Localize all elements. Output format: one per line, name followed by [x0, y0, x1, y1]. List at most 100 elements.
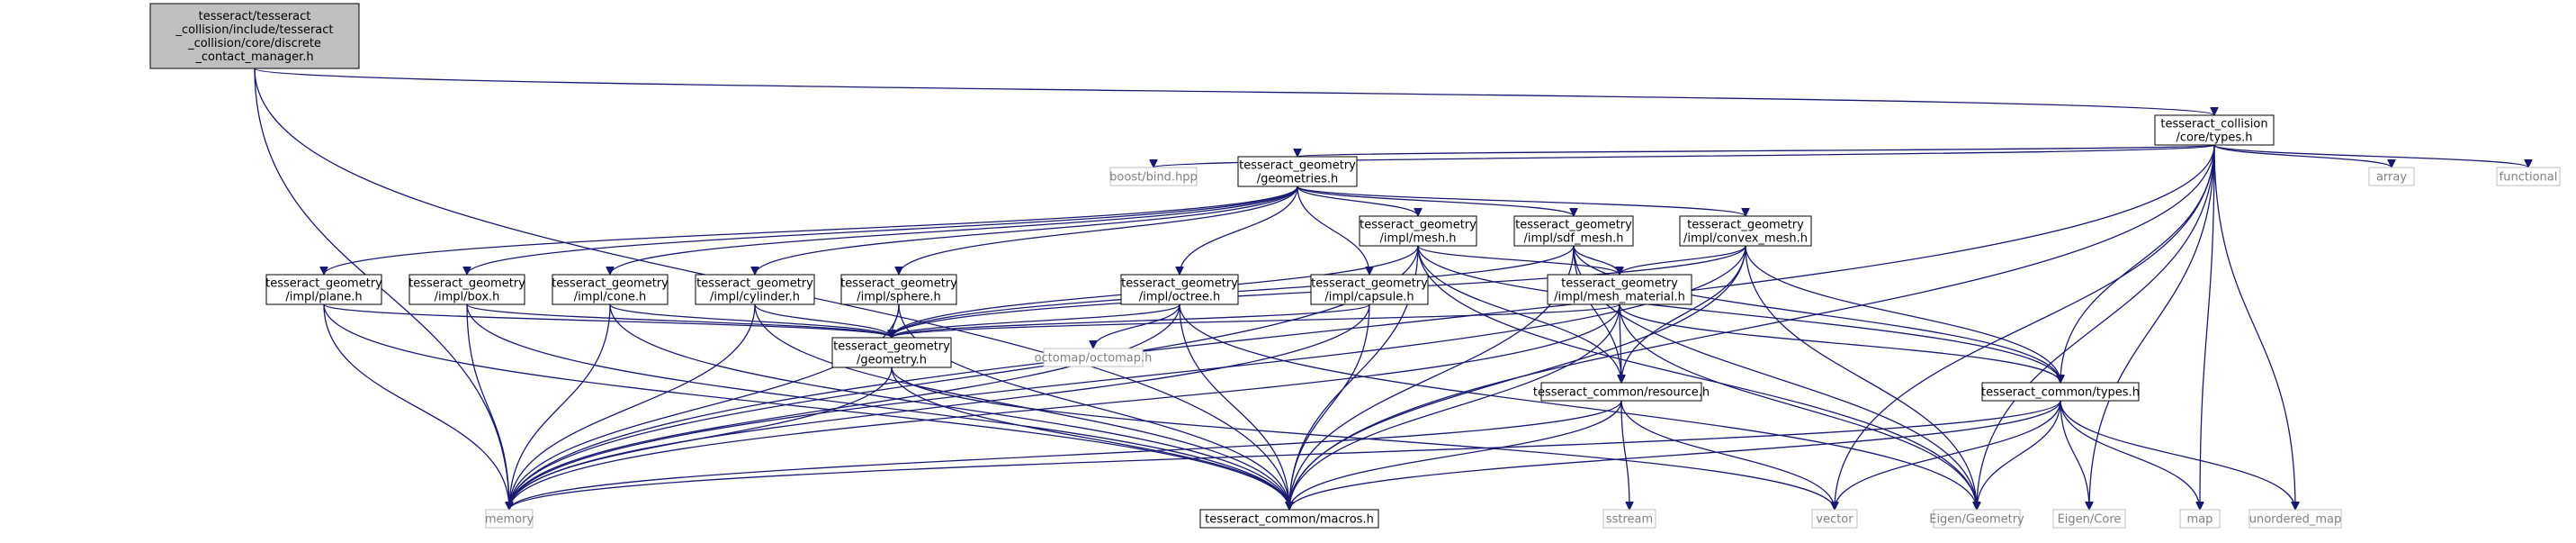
node-box-sstream — [1602, 509, 1656, 529]
edge-commontypes-to-eigencore — [2060, 400, 2089, 510]
edge-resource-to-memory — [509, 400, 1622, 511]
node-label-octomap: octomap/octomap.h — [1035, 352, 1153, 366]
node-box-box — [408, 274, 525, 305]
node-root[interactable]: tesseract/tesseract_collision/include/te… — [149, 3, 360, 69]
node-ctypes[interactable]: tesseract_collision/core/types.h — [2154, 114, 2275, 146]
node-box-map — [2179, 509, 2221, 529]
edge-ctypes-to-macros — [1289, 144, 2215, 510]
edge-geometries-to-sphere — [899, 186, 1298, 276]
edge-mesh-to-commontypes — [1417, 245, 2060, 383]
edge-capsule-to-macros — [1289, 303, 1370, 510]
node-macros[interactable]: tesseract_common/macros.h — [1199, 509, 1379, 529]
node-label-mesh: /impl/mesh.h — [1380, 232, 1457, 246]
edge-cone-to-geometry — [609, 303, 892, 339]
node-cylinder[interactable]: tesseract_geometry/impl/cylinder.h — [695, 274, 815, 305]
node-box-umap — [2248, 509, 2342, 529]
edge-geometries-to-convex — [1297, 186, 1746, 217]
node-functional: functional — [2496, 167, 2561, 186]
node-sstream: sstream — [1602, 509, 1656, 529]
edge-commontypes-to-umap — [2060, 400, 2295, 510]
node-box-meshmat — [1547, 274, 1692, 305]
node-label-convex: tesseract_geometry — [1687, 219, 1804, 232]
node-label-cone: /impl/cone.h — [574, 291, 647, 304]
node-label-macros: tesseract_common/macros.h — [1205, 513, 1374, 527]
node-label-root: _contact_manager.h — [194, 50, 313, 64]
node-box-convex — [1679, 215, 1812, 247]
node-geometries[interactable]: tesseract_geometry/geometries.h — [1237, 156, 1358, 187]
edge-capsule-to-memory — [509, 303, 1370, 510]
edge-commontypes-to-vector — [1835, 400, 2061, 510]
node-label-map: map — [2187, 513, 2213, 527]
node-convex[interactable]: tesseract_geometry/impl/convex_mesh.h — [1679, 215, 1812, 247]
node-box-cylinder — [695, 274, 815, 305]
node-capsule[interactable]: tesseract_geometry/impl/capsule.h — [1310, 274, 1429, 305]
edge-commontypes-to-map — [2060, 400, 2200, 510]
node-geometry[interactable]: tesseract_geometry/geometry.h — [831, 337, 952, 368]
node-box-sphere — [840, 274, 957, 305]
edge-geometries-to-mesh — [1297, 186, 1418, 217]
node-sphere[interactable]: tesseract_geometry/impl/sphere.h — [840, 274, 957, 305]
edge-octree-to-macros — [1179, 303, 1289, 510]
node-label-array: array — [2376, 171, 2407, 185]
node-box-eigengeom — [1933, 509, 2021, 529]
node-label-convex: /impl/convex_mesh.h — [1683, 232, 1808, 246]
edge-geometries-to-sdfmesh — [1297, 186, 1574, 217]
edge-meshmat-to-memory — [509, 303, 1620, 510]
node-octomap: octomap/octomap.h — [1035, 348, 1153, 367]
node-label-sphere: tesseract_geometry — [840, 277, 957, 291]
node-label-cone: tesseract_geometry — [552, 277, 669, 291]
node-box[interactable]: tesseract_geometry/impl/box.h — [408, 274, 525, 305]
node-label-umap: unordered_map — [2249, 513, 2342, 527]
edge-geometry-to-memory — [509, 367, 893, 510]
node-vector: vector — [1811, 509, 1858, 529]
node-box-octomap — [1043, 348, 1144, 367]
node-label-geometries: tesseract_geometry — [1239, 159, 1356, 173]
edge-ctypes-to-geometries — [1297, 144, 2215, 157]
node-label-commontypes: tesseract_common/types.h — [1981, 386, 2140, 400]
node-mesh[interactable]: tesseract_geometry/impl/mesh.h — [1359, 215, 1477, 247]
node-commontypes[interactable]: tesseract_common/types.h — [1981, 382, 2140, 402]
edge-commontypes-to-memory — [509, 400, 2061, 511]
node-boostbind: boost/bind.hpp — [1109, 167, 1198, 186]
edge-cone-to-memory — [509, 303, 611, 510]
node-label-plane: tesseract_geometry — [265, 277, 382, 291]
edge-convex-to-resource — [1621, 245, 1746, 383]
node-label-geometries: /geometries.h — [1257, 173, 1338, 186]
node-label-box: /impl/box.h — [435, 291, 500, 304]
node-octree[interactable]: tesseract_geometry/impl/octree.h — [1120, 274, 1239, 305]
node-meshmat[interactable]: tesseract_geometry/impl/mesh_material.h — [1547, 274, 1692, 305]
node-array: array — [2368, 167, 2415, 186]
node-label-mesh: tesseract_geometry — [1360, 219, 1476, 232]
node-box-cone — [552, 274, 669, 305]
edge-ctypes-to-map — [2200, 144, 2215, 510]
edge-sphere-to-macros — [898, 303, 1289, 510]
node-plane[interactable]: tesseract_geometry/impl/plane.h — [265, 274, 382, 305]
node-memory: memory — [485, 509, 534, 529]
edge-meshmat-to-commontypes — [1619, 303, 2060, 384]
edge-ctypes-to-eigengeom — [1977, 144, 2215, 510]
node-cone[interactable]: tesseract_geometry/impl/cone.h — [552, 274, 669, 305]
edge-ctypes-to-functional — [2213, 144, 2528, 168]
edge-meshmat-to-eigengeom — [1619, 303, 1977, 510]
node-sdfmesh[interactable]: tesseract_geometry/impl/sdf_mesh.h — [1513, 215, 1634, 247]
edge-cone-to-macros — [609, 303, 1289, 510]
node-label-ctypes: /core/types.h — [2176, 131, 2252, 145]
node-box-geometry — [831, 337, 952, 368]
node-label-meshmat: /impl/mesh_material.h — [1554, 291, 1685, 304]
node-box-mesh — [1359, 215, 1477, 247]
edge-ctypes-to-umap — [2213, 144, 2295, 510]
node-label-meshmat: tesseract_geometry — [1561, 277, 1678, 291]
node-box-boostbind — [1109, 167, 1198, 186]
edge-geometries-to-capsule — [1297, 186, 1369, 275]
node-label-geometry: tesseract_geometry — [833, 340, 950, 354]
node-box-plane — [265, 274, 382, 305]
edge-mesh-to-eigengeom — [1417, 245, 1977, 510]
node-box-macros — [1199, 509, 1379, 529]
node-label-root: _collision/core/discrete — [187, 37, 321, 50]
edge-geometries-to-cylinder — [755, 186, 1298, 276]
edge-cylinder-to-memory — [509, 303, 756, 510]
node-resource[interactable]: tesseract_common/resource.h — [1533, 382, 1710, 402]
edge-root-to-ctypes — [254, 68, 2214, 116]
edge-layer — [254, 68, 2528, 511]
node-label-functional: functional — [2500, 171, 2558, 185]
